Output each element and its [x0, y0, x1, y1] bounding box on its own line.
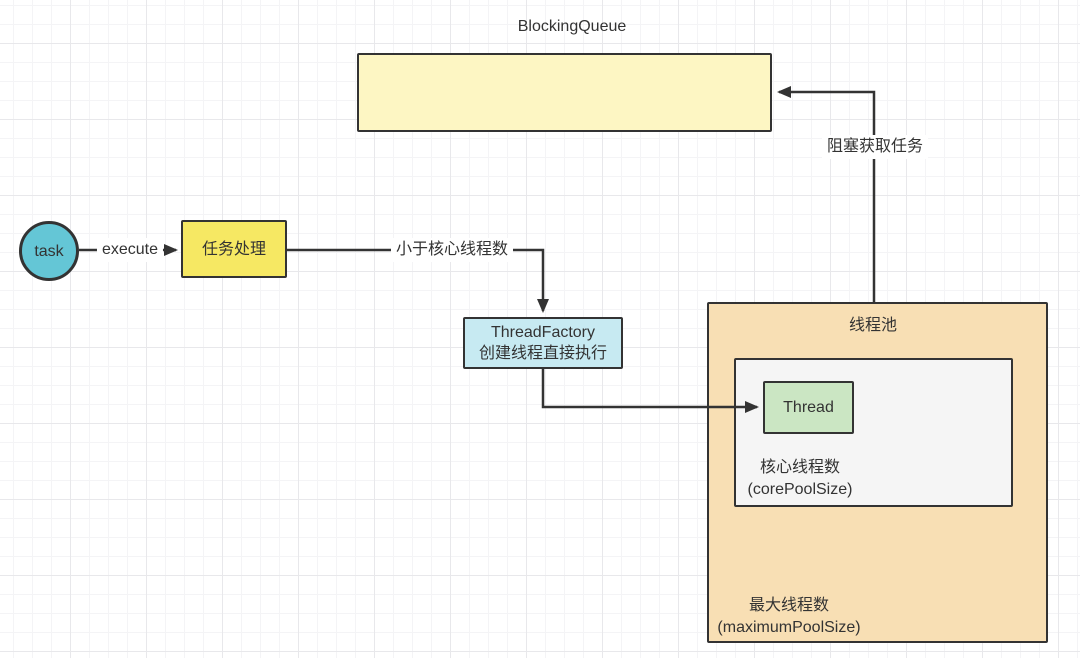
- blocking-queue-box: [357, 53, 772, 132]
- task-circle: task: [19, 221, 79, 281]
- thread-box: Thread: [763, 381, 854, 434]
- less-than-core-edge-label: 小于核心线程数: [390, 238, 514, 262]
- thread-pool-title: 线程池: [848, 317, 898, 334]
- max-pool-label: 最大线程数 (maximumPoolSize): [717, 595, 860, 639]
- thread-factory-label-line2: 创建线程直接执行: [478, 345, 607, 362]
- task-processing-label: 任务处理: [201, 240, 266, 258]
- execute-edge-label: execute: [96, 238, 164, 262]
- blocking-queue-title: BlockingQueue: [517, 18, 627, 35]
- task-circle-label: task: [34, 242, 64, 260]
- blocking-fetch-edge-label: 阻塞获取任务: [821, 135, 929, 159]
- core-pool-label-line1: 核心线程数: [759, 459, 840, 476]
- core-pool-label: 核心线程数 (corePoolSize): [748, 457, 853, 501]
- task-processing-box: 任务处理: [181, 220, 287, 278]
- max-pool-label-line1: 最大线程数: [748, 597, 830, 614]
- blocking-fetch-arrow: [777, 86, 876, 302]
- thread-factory-box: ThreadFactory 创建线程直接执行: [463, 317, 623, 369]
- core-pool-label-line2: (corePoolSize): [747, 481, 853, 498]
- thread-label: Thread: [783, 399, 834, 416]
- thread-factory-label-line1: ThreadFactory: [490, 324, 596, 341]
- max-pool-label-line2: (maximumPoolSize): [717, 619, 861, 636]
